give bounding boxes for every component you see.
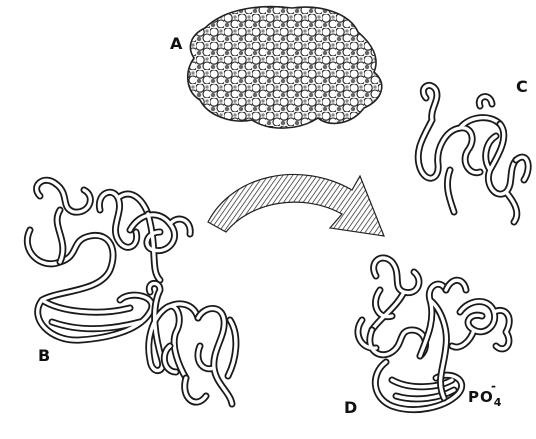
protein-c-ribbon (418, 85, 528, 222)
label-b: B (38, 346, 50, 365)
phosphate-subscript: 4 (494, 396, 503, 409)
label-a: A (170, 34, 182, 53)
protein-d-ribbon (358, 258, 509, 410)
phosphate-label: PO4- (468, 388, 502, 406)
label-c: C (516, 77, 528, 96)
transition-arrow (208, 174, 384, 236)
phosphate-charge: - (491, 379, 497, 393)
phosphate-base: PO (468, 388, 494, 406)
protein-b-ribbon (27, 180, 236, 404)
label-d: D (344, 398, 357, 417)
molecule-a-surface (188, 7, 382, 128)
